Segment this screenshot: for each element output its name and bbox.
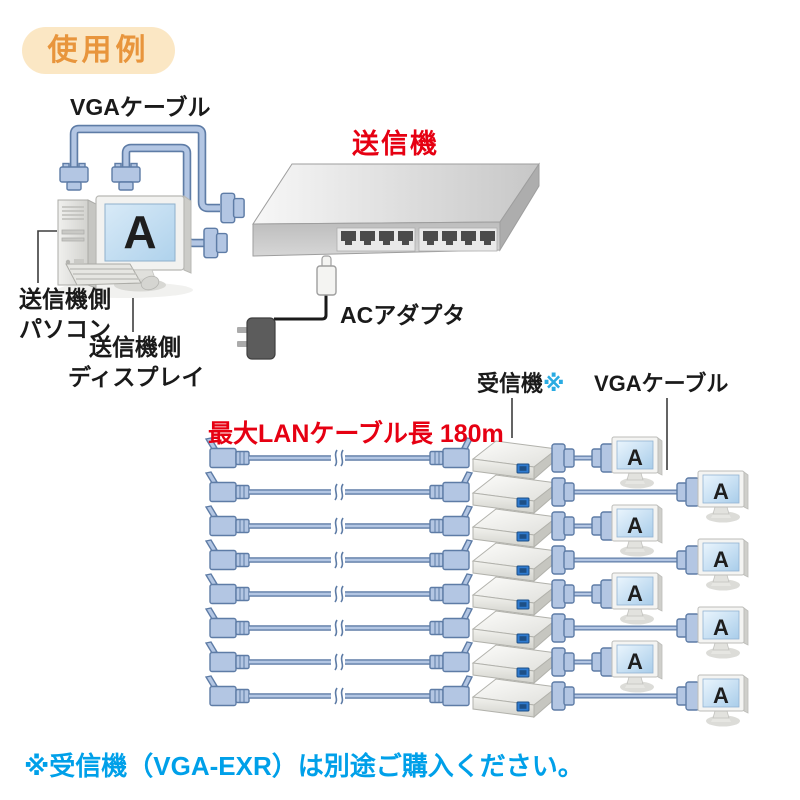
transmitter-display-label-line2: ディスプレイ [68,364,205,390]
ac-adapter-body [246,317,276,360]
monitor-letter: A [123,206,156,258]
transmitter-label: 送信機 [352,129,439,159]
vga-plug-to-transmitter-2 [203,227,228,259]
plug-prong [237,327,249,333]
footnote: ※受信機（VGA-EXR）は別途ご購入ください。 [24,751,584,781]
pc-keyboard-icon [65,263,142,286]
transmitter-box [252,162,540,257]
vga-cables-top [59,124,245,259]
vga-plug-down-1 [59,162,89,191]
receiver-note-mark: ※ [543,371,565,396]
receiver-row-2-long [206,471,748,523]
max-lan-length-label: 最大LANケーブル長 180m [208,420,504,448]
transmitter-pc-label: 送信機側 パソコン [5,284,125,344]
vga-plug-down-2 [111,162,141,191]
leader-line-pc [37,230,57,283]
usage-example-badge: 使用例 [22,27,175,74]
vga-cable-label-right: VGAケーブル [594,371,729,396]
ac-adapter-icon [237,255,337,360]
transmitter-pc-label-line1: 送信機側 [19,286,111,312]
ac-adapter-label: ACアダプタ [340,302,466,328]
transmitter-pc-label-line2: パソコン [19,316,111,342]
receiver-row-8-long [206,675,748,727]
receiver-row-5-short [206,573,662,625]
transmitter-display-label: 送信機側 ディスプレイ [68,332,205,392]
transmitter-pc: A [57,195,193,298]
vga-plug-to-transmitter-1 [220,192,245,224]
ac-adapter-cable [274,295,328,321]
plug-prong [237,341,249,347]
pc-mouse-icon [140,275,160,291]
receiver-row-3-short [206,505,662,557]
receiver-row-4-long [206,539,748,591]
transmitter-ports [336,227,498,252]
receiver-row-6-long [206,607,748,659]
vga-cable-label-top: VGAケーブル [70,94,211,120]
dc-plug-icon [316,265,337,296]
rj45-ports [341,231,495,245]
receiver-rows [206,437,748,727]
transmitter-display-label-line1: 送信機側 [89,334,181,360]
receiver-label: 受信機※ [477,366,564,398]
receiver-label-text: 受信機 [477,371,544,396]
receiver-row-7-short [206,641,662,693]
